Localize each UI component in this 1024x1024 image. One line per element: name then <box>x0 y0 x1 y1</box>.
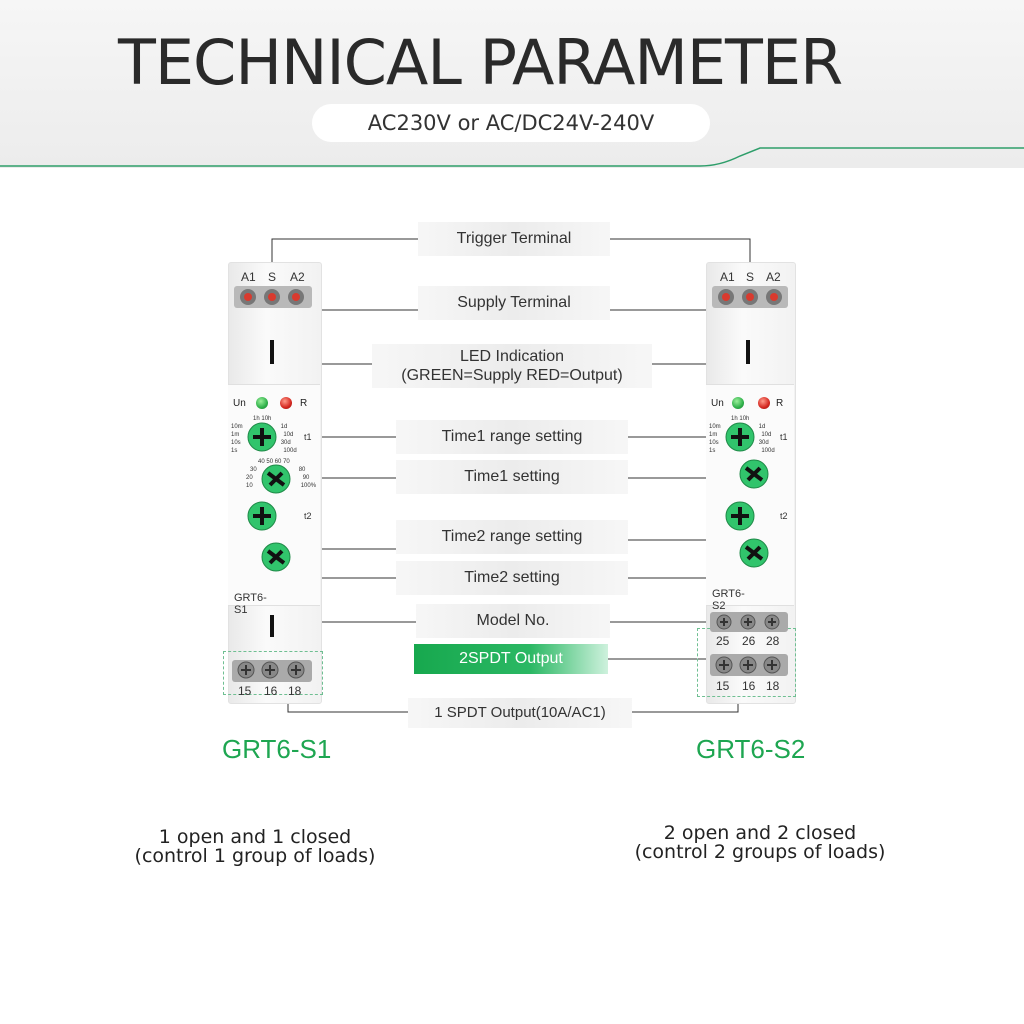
time2-setting-label: Time2 setting <box>396 561 628 595</box>
time2-dial <box>739 538 769 568</box>
time2-range-dial <box>247 501 277 531</box>
terminal-label-18: 18 <box>288 684 302 698</box>
time1-range-dial <box>247 422 277 452</box>
voltage-subtitle: AC230V or AC/DC24V-240V <box>312 104 710 142</box>
header-divider <box>0 147 1024 167</box>
time1-range-dial <box>725 422 755 452</box>
terminal-label-s: S <box>746 270 755 284</box>
led-green-icon <box>732 397 744 409</box>
description-grt6-s2: 2 open and 2 closed (control 2 groups of… <box>610 824 910 862</box>
terminal-label-26: 26 <box>742 634 756 648</box>
time1-dial <box>739 459 769 489</box>
description-line2: (control 2 groups of loads) <box>634 841 886 863</box>
screw-icon <box>240 289 304 305</box>
terminal-label-s: S <box>268 270 277 284</box>
model-caption-grt6-s2: GRT6-S2 <box>696 734 806 764</box>
time1-dial <box>261 464 291 494</box>
t1-label: t1 <box>304 432 312 442</box>
1spdt-output-label: 1 SPDT Output(10A/AC1) <box>408 698 632 728</box>
terminal-label-15: 15 <box>238 684 252 698</box>
led-indication-title: LED Indication <box>459 348 565 365</box>
t2-label: t2 <box>304 511 312 521</box>
description-line1: 1 open and 1 closed <box>158 826 352 848</box>
led-indication-label: LED Indication (GREEN=Supply RED=Output) <box>372 344 652 388</box>
trigger-terminal-label: Trigger Terminal <box>418 222 610 256</box>
time2-dial <box>261 542 291 572</box>
led-r-label: R <box>776 398 784 409</box>
2spdt-output-label: 2SPDT Output <box>414 644 608 674</box>
led-green-icon <box>256 397 268 409</box>
terminal-label-a2: A2 <box>290 270 305 284</box>
description-line2: (control 1 group of loads) <box>134 845 376 867</box>
led-red-icon <box>758 397 770 409</box>
led-un-label: Un <box>711 398 724 409</box>
model-label: GRT6-S2 <box>712 588 745 612</box>
led-indication-detail: (GREEN=Supply RED=Output) <box>401 367 623 384</box>
time1-setting-label: Time1 setting <box>396 460 628 494</box>
model-no-label: Model No. <box>416 604 610 638</box>
device-face <box>706 384 794 606</box>
terminal-label-a1: A1 <box>241 270 256 284</box>
model-label: GRT6-S1 <box>234 592 267 616</box>
terminal-label-25: 25 <box>716 634 730 648</box>
terminal-label-18: 18 <box>766 679 780 693</box>
model-caption-grt6-s1: GRT6-S1 <box>222 734 332 764</box>
terminal-label-a2: A2 <box>766 270 781 284</box>
t1-label: t1 <box>780 432 788 442</box>
terminal-label-a1: A1 <box>720 270 735 284</box>
time1-range-label: Time1 range setting <box>396 420 628 454</box>
description-line1: 2 open and 2 closed <box>663 822 857 844</box>
description-grt6-s1: 1 open and 1 closed (control 1 group of … <box>110 828 400 866</box>
terminal-label-16: 16 <box>264 684 278 698</box>
led-un-label: Un <box>233 398 246 409</box>
led-red-icon <box>280 397 292 409</box>
screw-icon <box>718 289 782 305</box>
terminal-label-28: 28 <box>766 634 780 648</box>
terminal-label-16: 16 <box>742 679 756 693</box>
terminal-label-15: 15 <box>716 679 730 693</box>
supply-terminal-label: Supply Terminal <box>418 286 610 320</box>
output-highlight-box <box>223 651 323 695</box>
led-r-label: R <box>300 398 308 409</box>
time2-range-dial <box>725 501 755 531</box>
page-title: TECHNICAL PARAMETER <box>118 26 843 99</box>
time2-range-label: Time2 range setting <box>396 520 628 554</box>
t2-label: t2 <box>780 511 788 521</box>
